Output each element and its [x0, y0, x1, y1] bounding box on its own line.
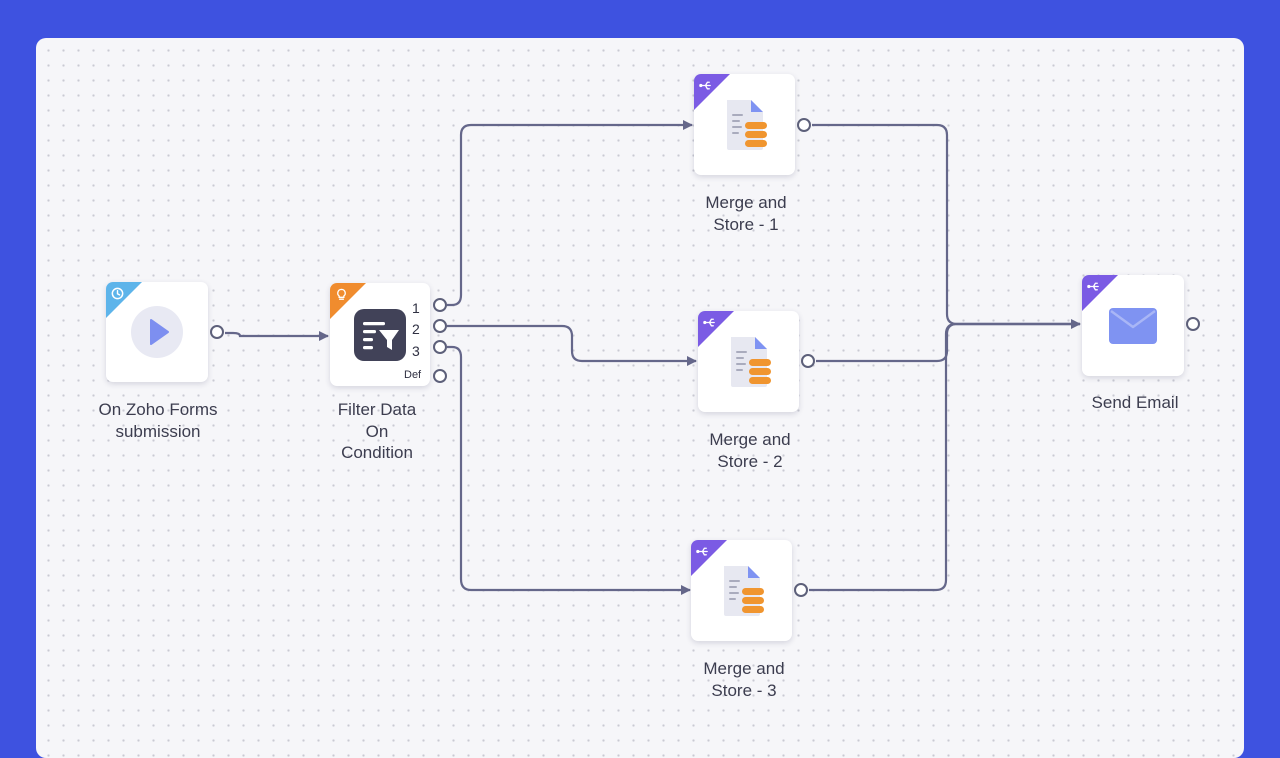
action-badge	[1082, 275, 1118, 311]
connector-filter-port2-to-merge2[interactable]	[447, 324, 697, 366]
output-port-merge-1[interactable]	[797, 118, 811, 132]
output-port-filter-1[interactable]	[433, 298, 447, 312]
node-label-send-email: Send Email	[1091, 393, 1179, 412]
document-database-icon	[723, 565, 764, 616]
output-port-filter-default[interactable]	[433, 369, 447, 383]
node-filter-data[interactable]: 1 2 3 Def	[330, 283, 430, 386]
connector-filter-port3-to-merge3[interactable]	[447, 345, 691, 595]
connection-lines	[225, 120, 1081, 595]
envelope-icon	[1109, 307, 1157, 344]
lightbulb-icon	[337, 288, 346, 300]
output-port-trigger[interactable]	[210, 325, 224, 339]
output-port-filter-2[interactable]	[433, 319, 447, 333]
document-database-icon	[726, 99, 767, 150]
output-port-merge-3[interactable]	[794, 583, 808, 597]
connector-filter-port1-to-merge1[interactable]	[447, 120, 693, 307]
workflow-canvas[interactable]	[36, 38, 1244, 758]
node-label-merge-3: Merge and Store - 3	[703, 659, 785, 700]
usb-icon	[703, 318, 715, 327]
action-badge	[691, 540, 727, 576]
node-zoho-forms-trigger[interactable]	[106, 282, 208, 382]
output-port-send-email[interactable]	[1186, 317, 1200, 331]
play-icon	[131, 306, 183, 358]
node-merge-and-store-2[interactable]	[698, 311, 799, 412]
connector-trigger-to-filter[interactable]	[225, 331, 329, 341]
usb-icon	[699, 81, 711, 90]
document-database-icon	[730, 336, 771, 387]
node-label-merge-2: Merge and Store - 2	[709, 430, 791, 471]
trigger-badge	[106, 282, 142, 318]
clock-icon	[111, 287, 124, 300]
port-label-2: 2	[412, 321, 420, 337]
node-merge-and-store-1[interactable]	[694, 74, 795, 175]
output-port-merge-2[interactable]	[801, 354, 815, 368]
node-label-trigger: On Zoho Forms submission	[98, 400, 218, 441]
node-merge-and-store-3[interactable]	[691, 540, 792, 641]
filter-icon	[354, 308, 406, 361]
output-port-filter-3[interactable]	[433, 340, 447, 354]
action-badge	[694, 74, 730, 110]
connector-merge3-to-email[interactable]	[809, 322, 1080, 592]
node-label-merge-1: Merge and Store - 1	[705, 193, 787, 234]
port-label-default: Def	[404, 369, 422, 381]
action-badge	[698, 311, 734, 347]
node-label-filter: Filter Data On Condition	[337, 400, 417, 462]
port-label-3: 3	[412, 343, 420, 359]
usb-icon	[696, 547, 708, 556]
port-label-1: 1	[412, 300, 420, 316]
usb-icon	[1087, 282, 1099, 291]
connector-merge2-to-email[interactable]	[816, 322, 1080, 363]
connector-merge1-to-email[interactable]	[812, 123, 1081, 329]
node-send-email[interactable]	[1082, 275, 1184, 376]
